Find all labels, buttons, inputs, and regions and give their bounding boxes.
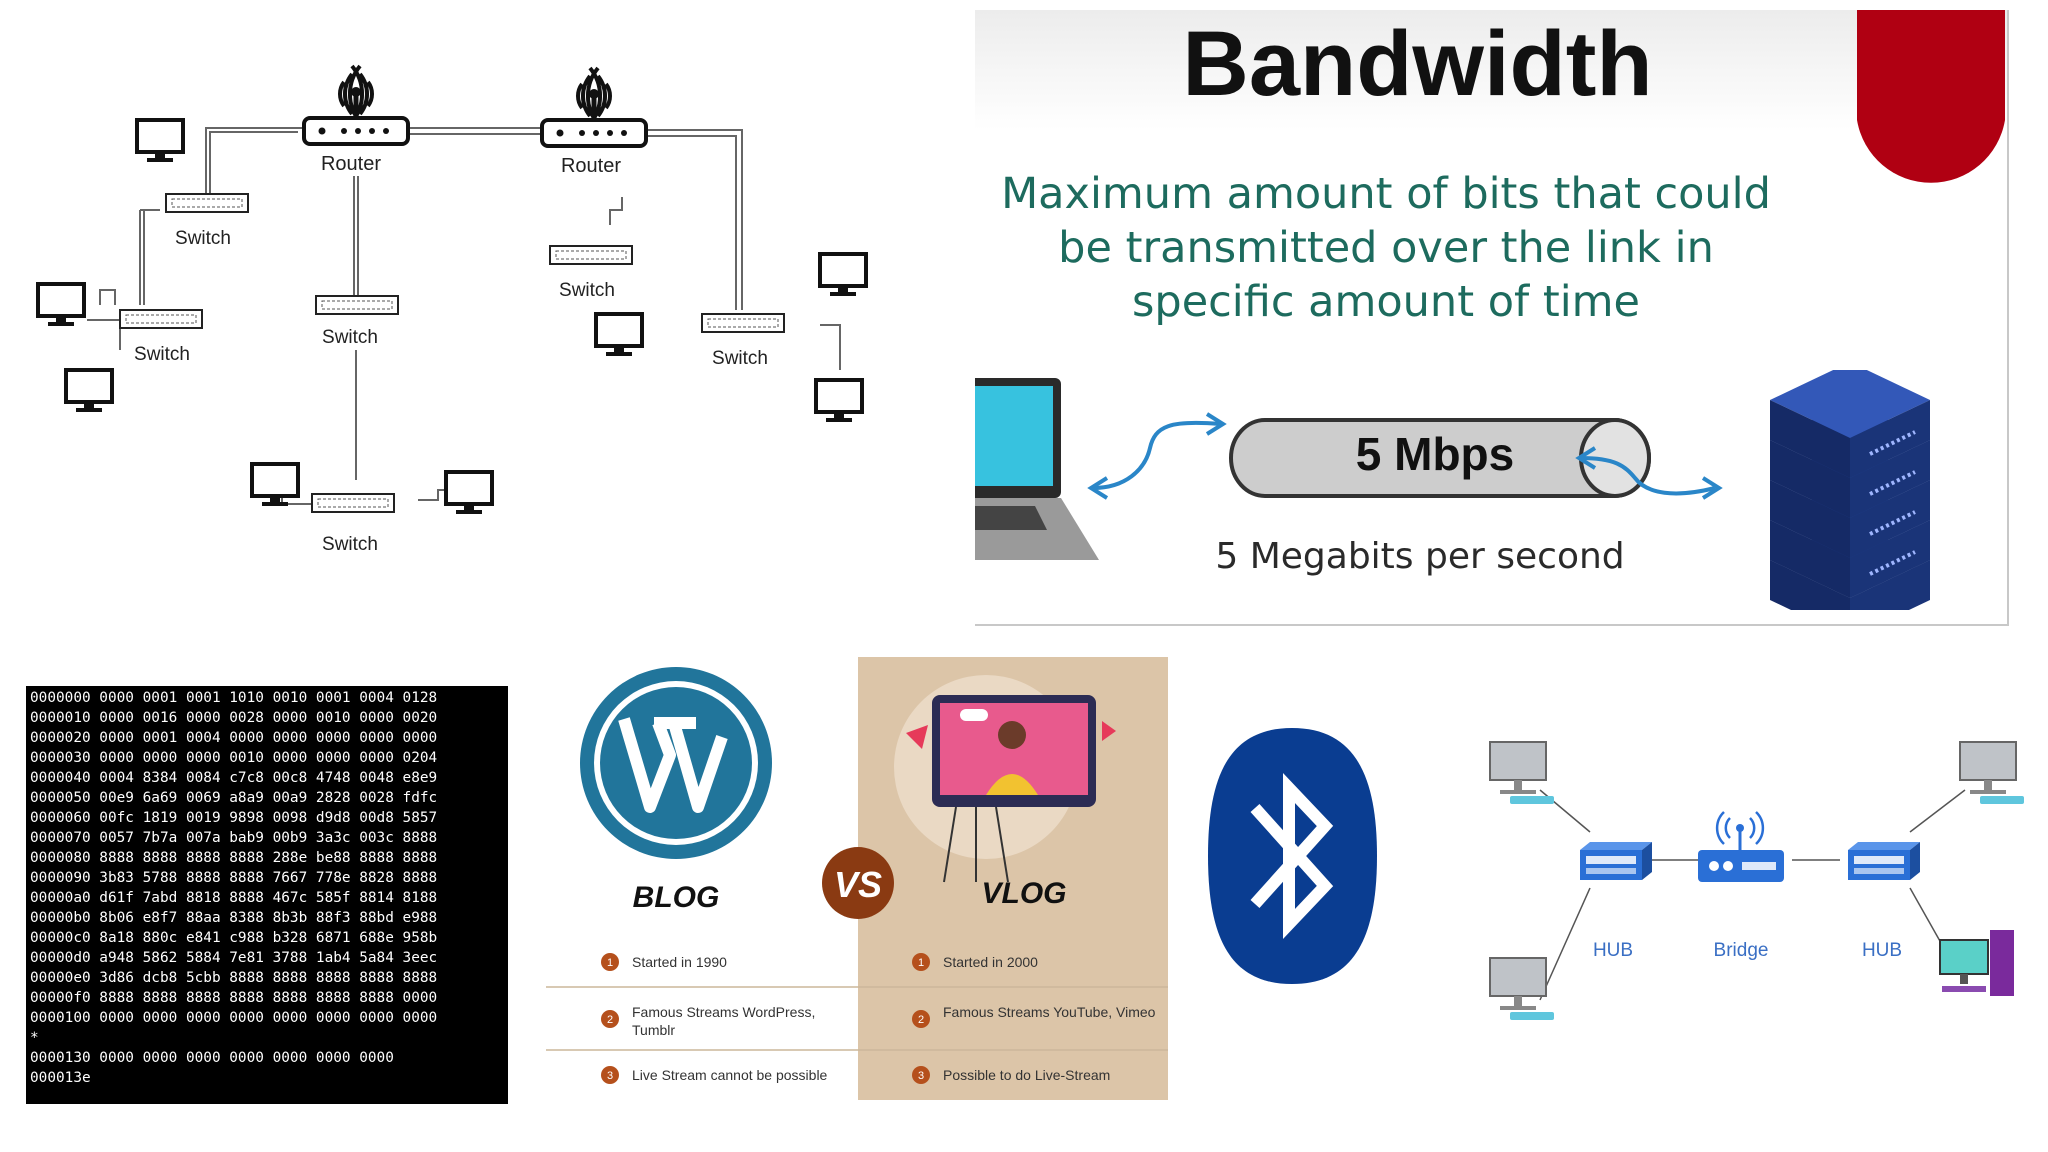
vlog-row-text: Famous Streams YouTube, Vimeo (943, 1004, 1156, 1020)
slide-title: Bandwidth (1182, 13, 1653, 115)
router-label-1: Router (321, 153, 381, 175)
arrow-icon (1087, 412, 1227, 500)
switch-label-1: Switch (175, 228, 231, 249)
hex-line: 000013e (30, 1070, 91, 1086)
bandwidth-definition: Maximum amount of bits that could be tra… (1001, 169, 1771, 327)
switch-5 (701, 313, 785, 333)
blog-row-text: Live Stream cannot be possible (632, 1067, 828, 1083)
bandwidth-slide: Bandwidth Maximum amount of bits that co… (975, 10, 2009, 626)
vs-label: VS (834, 864, 882, 905)
computer-icon (250, 462, 300, 508)
vlog-title: VLOG (981, 877, 1066, 910)
switch-2 (119, 309, 203, 329)
row-number-badge: 1 (918, 957, 924, 969)
switch-1 (165, 193, 249, 213)
blog-title: BLOG (633, 881, 720, 914)
network-diagram: Router Router Switch Switch Switch Switc… (20, 20, 910, 580)
row-number-badge: 2 (918, 1014, 924, 1026)
row-number-badge: 2 (607, 1014, 613, 1026)
hex-line: 0000130 0000 0000 0000 0000 0000 0000 00… (30, 1050, 394, 1066)
computer-icon (594, 312, 644, 358)
computer-icon (135, 118, 185, 164)
hex-line: 0000090 3b83 5788 8888 8888 7667 778e 88… (30, 870, 438, 886)
bandwidth-caption: 5 Megabits per second (1215, 536, 1625, 577)
switch-label-6: Switch (322, 534, 378, 555)
hex-line: 00000b0 8b06 e8f7 88aa 8388 8b3b 88f3 88… (30, 910, 438, 926)
hex-line: 0000040 0004 8384 0084 c7c8 00c8 4748 00… (30, 770, 438, 786)
vlogger-illustration (894, 675, 1116, 883)
hub-label-left: HUB (1593, 940, 1633, 961)
pipe-label: 5 Mbps (1356, 428, 1514, 480)
blog-row-text: Tumblr (632, 1022, 675, 1038)
blog-vs-vlog-infographic: BLOG VLOG VS 1 Started in 1990 1 (546, 657, 1168, 1100)
blog-row-text: Started in 1990 (632, 954, 727, 970)
hex-line: 00000c0 8a18 880c e841 c988 b328 6871 68… (30, 930, 438, 946)
hex-line: 0000050 00e9 6a69 0069 a8a9 00a9 2828 00… (30, 790, 438, 806)
switch-label-5: Switch (712, 348, 768, 369)
blog-row-text: Famous Streams WordPress, (632, 1004, 815, 1020)
row-number-badge: 3 (918, 1070, 924, 1082)
hex-line: 0000070 0057 7b7a 007a bab9 00b9 3a3c 00… (30, 830, 438, 846)
bridge-icon (1698, 811, 1784, 882)
desktop-tower-icon (1939, 930, 2014, 996)
computer-icon (818, 252, 868, 298)
hex-line: 00000d0 a948 5862 5884 7e81 3788 1ab4 5a… (30, 950, 438, 966)
computer-icon (1959, 741, 2025, 805)
hex-line: 0000100 0000 0000 0000 0000 0000 0000 00… (30, 1010, 438, 1026)
arrow-icon (1575, 446, 1723, 500)
switch-label-2: Switch (134, 344, 190, 365)
hub-label-right: HUB (1862, 940, 1902, 961)
computer-icon (444, 470, 494, 516)
row-number-badge: 3 (607, 1070, 613, 1082)
wordpress-logo-icon (580, 667, 772, 859)
hex-line: 00000f0 8888 8888 8888 8888 8888 8888 88… (30, 990, 438, 1006)
hex-line: 0000030 0000 0000 0000 0010 0000 0000 00… (30, 750, 438, 766)
router-2 (542, 68, 646, 146)
bluetooth-logo (1205, 726, 1380, 986)
hex-line: 0000010 0000 0016 0000 0028 0000 0010 00… (30, 710, 438, 726)
vlog-row-text: Started in 2000 (943, 954, 1038, 970)
hub-icon (1848, 842, 1920, 880)
hex-line: 00000e0 3d86 dcb8 5cbb 8888 8888 8888 88… (30, 970, 438, 986)
computer-icon (814, 378, 864, 424)
computer-icon (1489, 957, 1555, 1021)
hex-line: 0000000 0000 0001 0001 1010 0010 0001 00… (30, 690, 438, 706)
computer-icon (64, 368, 114, 414)
switch-label-3: Switch (322, 327, 378, 348)
laptop-icon (975, 378, 1099, 560)
computer-icon (1489, 741, 1555, 805)
bridge-label: Bridge (1714, 940, 1769, 961)
row-number-badge: 1 (607, 957, 613, 969)
hub-bridge-diagram: HUB Bridge HUB (1430, 720, 2030, 1040)
vs-badge: VS (822, 847, 894, 919)
hex-line: 0000060 00fc 1819 0019 9898 0098 d9d8 00… (30, 810, 438, 826)
title-band (975, 10, 2007, 130)
vlog-row-text: Possible to do Live-Stream (943, 1067, 1110, 1083)
switch-4 (549, 245, 633, 265)
red-tab-decoration (1857, 10, 2005, 183)
switch-label-4: Switch (559, 280, 615, 301)
switch-6 (311, 493, 395, 513)
hex-line: 0000080 8888 8888 8888 8888 288e be88 88… (30, 850, 438, 866)
switch-3 (315, 295, 399, 315)
router-label-2: Router (561, 155, 621, 177)
hub-icon (1580, 842, 1652, 880)
hex-line: * (30, 1030, 39, 1046)
computer-icon (36, 282, 86, 328)
bluetooth-icon (1208, 728, 1377, 984)
server-icon (1770, 370, 1930, 610)
router-1 (304, 66, 408, 144)
hex-dump-terminal: 0000000 0000 0001 0001 1010 0010 0001 00… (26, 686, 508, 1104)
hex-line: 00000a0 d61f 7abd 8818 8888 467c 585f 88… (30, 890, 438, 906)
hex-line: 0000020 0000 0001 0004 0000 0000 0000 00… (30, 730, 438, 746)
